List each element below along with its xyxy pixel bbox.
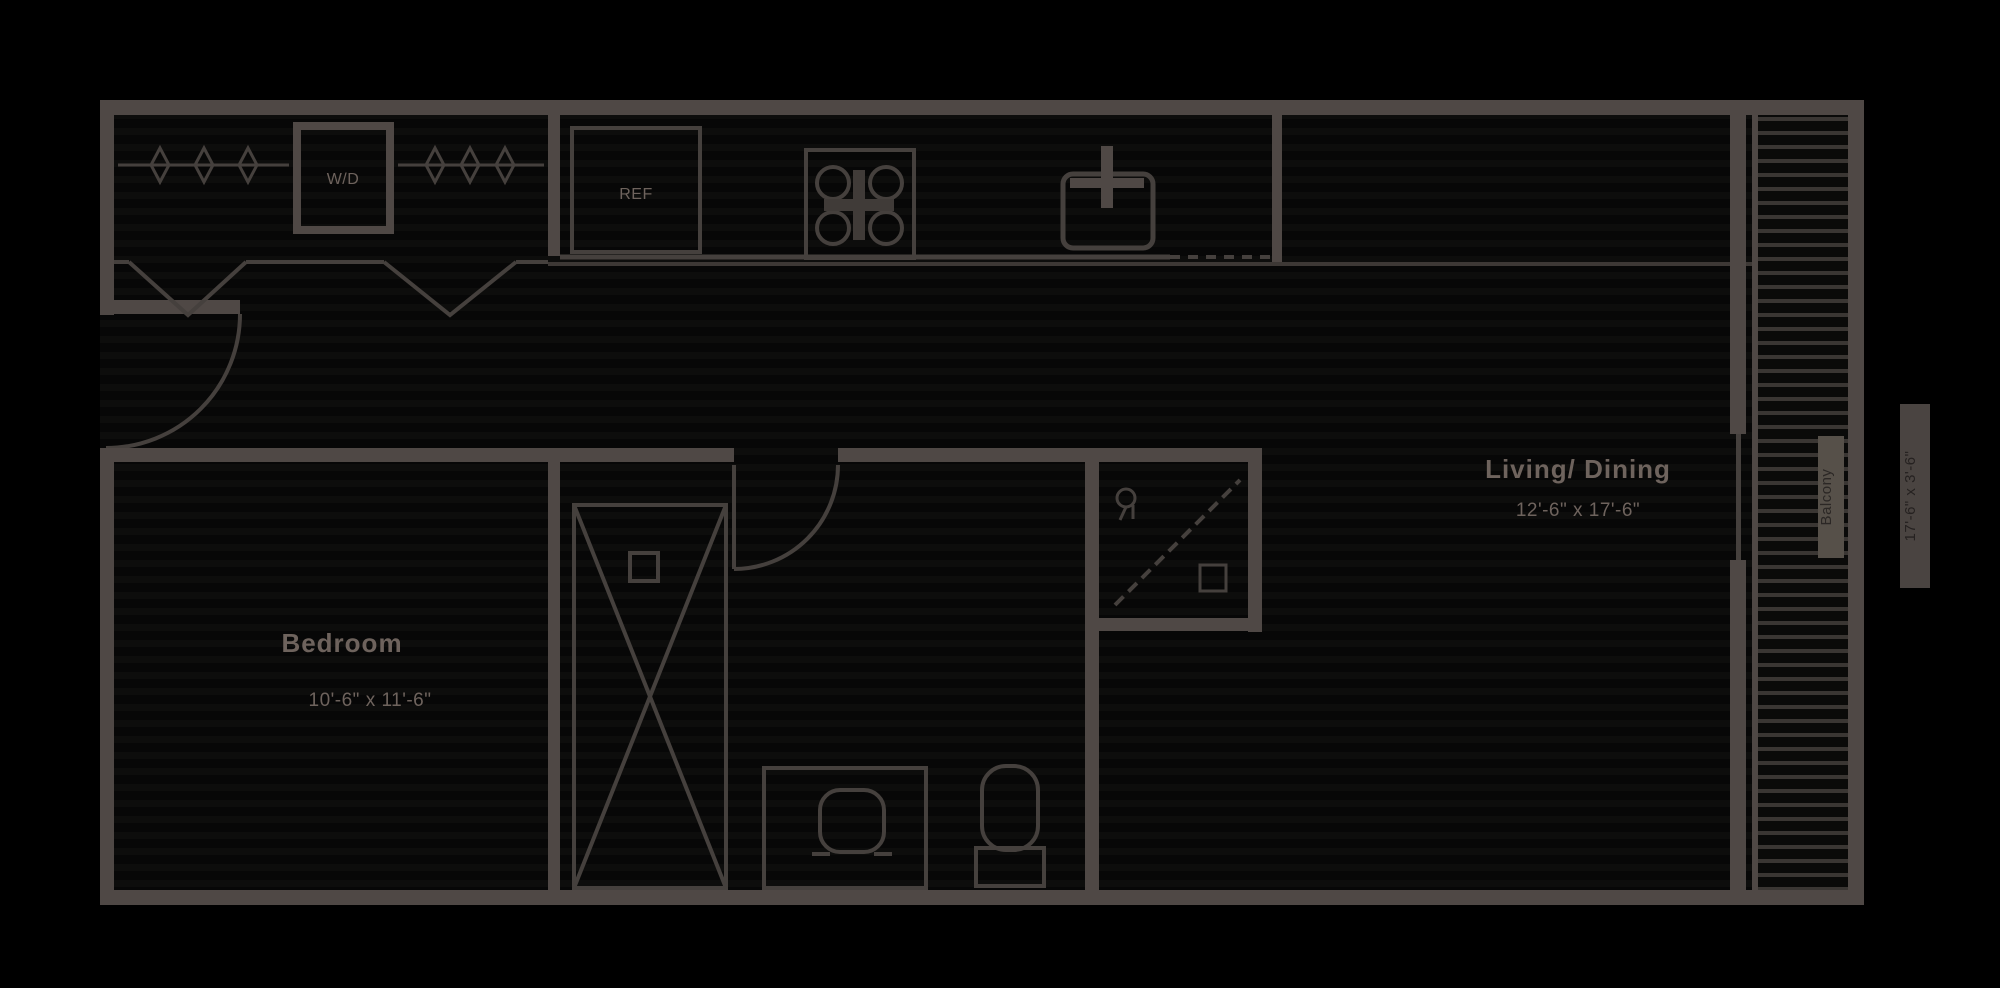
hanger-icon bbox=[148, 144, 172, 186]
shower-wall-right bbox=[1248, 455, 1262, 632]
entry-wall-stub bbox=[100, 300, 240, 314]
window-wall-lower bbox=[1730, 560, 1746, 891]
door-swing-arc-icon bbox=[105, 313, 242, 450]
shower bbox=[1099, 455, 1262, 632]
wd-wall-right bbox=[386, 122, 394, 234]
wall-left-lower bbox=[100, 448, 114, 905]
hanger-icon bbox=[236, 144, 260, 186]
toilet-icon bbox=[974, 764, 1046, 888]
sliding-door-glass-line bbox=[1736, 434, 1741, 560]
shower-head-icon bbox=[1115, 487, 1137, 521]
bedroom-dims: 10'-6" x 11'-6" bbox=[309, 690, 432, 711]
bedroom-wall-top bbox=[100, 448, 560, 462]
living-dining-name: Living/ Dining bbox=[1485, 454, 1671, 484]
wall-left-upper bbox=[100, 100, 114, 315]
toilet-tank bbox=[974, 846, 1046, 888]
shower-wall-bottom bbox=[1099, 618, 1262, 631]
closet-kitchen-wall bbox=[548, 114, 560, 256]
hanger-icons bbox=[148, 144, 517, 186]
bedroom: Bedroom 10'-6" x 11'-6" bbox=[100, 448, 560, 905]
entry-door bbox=[105, 313, 242, 450]
plan-interior-background bbox=[100, 100, 1864, 905]
wall-bottom bbox=[100, 890, 1864, 905]
x-box-outline bbox=[572, 503, 728, 890]
wd-wall-bottom bbox=[293, 226, 394, 234]
kitchen: REF bbox=[560, 114, 1282, 262]
faucet-stem bbox=[1101, 146, 1113, 208]
kitchen-sink bbox=[1060, 146, 1156, 251]
accordion-door-icon bbox=[382, 260, 518, 318]
hanger-icon bbox=[458, 144, 482, 186]
wall-top bbox=[100, 100, 1864, 115]
balcony-dims: 17'-6" x 3'-6" bbox=[1902, 451, 1919, 542]
balcony-inner-edge bbox=[1752, 114, 1758, 891]
refrigerator bbox=[570, 126, 702, 254]
range-burner-icon bbox=[815, 210, 851, 246]
range-burner-icon bbox=[868, 210, 904, 246]
vanity-counter bbox=[762, 766, 928, 890]
balcony-label-plate bbox=[1818, 436, 1844, 558]
outer-walls bbox=[100, 100, 1864, 905]
shaft-x-box bbox=[572, 503, 728, 890]
balcony-dim-plate bbox=[1900, 404, 1930, 588]
washer-dryer-label: W/D bbox=[327, 171, 360, 188]
bath-wall-right bbox=[1085, 462, 1099, 905]
wd-wall-top bbox=[293, 122, 394, 130]
window-wall-upper bbox=[1730, 114, 1746, 434]
hanger-icon bbox=[192, 144, 216, 186]
sink-basin-icon bbox=[818, 788, 886, 854]
wall-right bbox=[1848, 100, 1864, 905]
shower-spray bbox=[1118, 506, 1128, 521]
entry-closets: W/D bbox=[114, 114, 560, 318]
wd-wall-left bbox=[293, 122, 301, 234]
x-box-access-square bbox=[628, 551, 660, 583]
balcony: Balcony 17'-6" x 3'-6" bbox=[1730, 114, 1930, 891]
range-center-bar-h bbox=[824, 199, 894, 211]
vanity bbox=[762, 766, 928, 890]
bath-wall-top-left bbox=[560, 448, 734, 462]
bedroom-name: Bedroom bbox=[281, 628, 402, 658]
balcony-name: Balcony bbox=[1818, 469, 1835, 526]
living-dining-dims: 12'-6" x 17'-6" bbox=[1516, 500, 1640, 521]
hanger-icon bbox=[493, 144, 517, 186]
living-dining: Living/ Dining 12'-6" x 17'-6" bbox=[1485, 454, 1671, 521]
bedroom-wall-right bbox=[548, 448, 560, 905]
hanger-icon bbox=[423, 144, 447, 186]
kitchen-end-wall bbox=[1272, 114, 1282, 262]
refrigerator-label: REF bbox=[619, 186, 653, 203]
bathroom-door bbox=[732, 464, 840, 571]
drain-icon bbox=[1198, 563, 1228, 593]
range-outline bbox=[804, 148, 916, 260]
closet-doors bbox=[114, 260, 548, 318]
bathroom bbox=[560, 448, 1262, 905]
washer-dryer-closet bbox=[293, 122, 394, 234]
shower-glass-diagonal bbox=[1113, 478, 1242, 607]
x-brace-shaft-icon bbox=[572, 504, 728, 889]
bath-wall-top-right bbox=[838, 448, 1262, 462]
accordion-door-icon bbox=[127, 260, 248, 318]
door-swing-arc-icon bbox=[733, 464, 840, 571]
